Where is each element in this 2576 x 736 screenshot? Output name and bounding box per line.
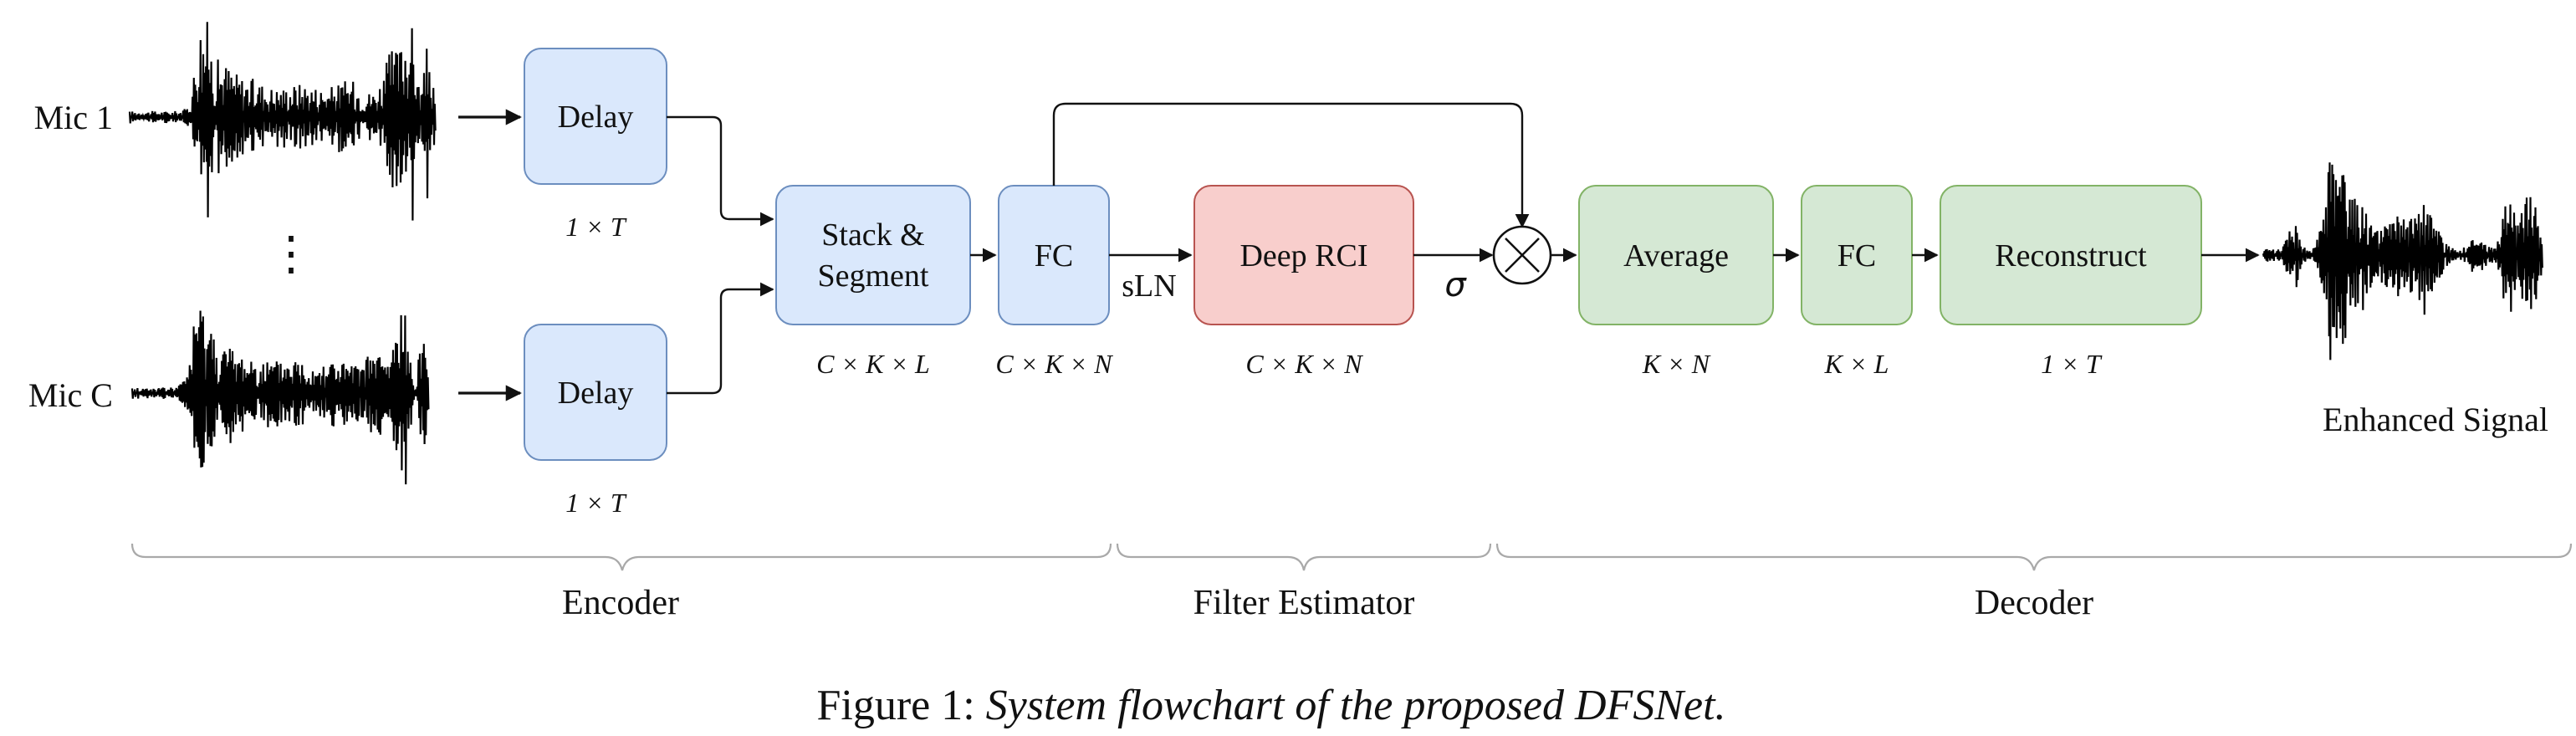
arrow-delay1-to-stack — [667, 115, 774, 227]
decoder-group-label: Decoder — [1975, 584, 2093, 622]
reconstruct-block: Reconstruct — [1940, 185, 2202, 325]
mic-c-label: Mic C — [28, 376, 113, 414]
stack-segment-dim: C × K × L — [816, 349, 930, 379]
stack-segment-block: Stack & Segment — [775, 185, 971, 325]
caption-text: System flowchart of the proposed DFSNet. — [986, 682, 1726, 729]
deep-rci-dim: C × K × N — [1245, 349, 1363, 379]
figure-caption: Figure 1: System flowchart of the propos… — [816, 682, 1725, 729]
svg-text:Stack &: Stack & — [821, 217, 924, 253]
encoder-group-label: Encoder — [562, 584, 679, 622]
delay-1-block: Delay — [524, 48, 667, 185]
skip-connection-arrow — [1052, 102, 1530, 228]
average-dim: K × N — [1642, 349, 1711, 379]
multiply-node — [1492, 225, 1552, 285]
filter-estimator-brace — [1116, 543, 1492, 571]
svg-text:Reconstruct: Reconstruct — [1995, 238, 2147, 273]
sln-label: sLN — [1122, 268, 1176, 304]
encoder-fc-block: FC — [998, 185, 1110, 325]
svg-text:Delay: Delay — [558, 376, 634, 411]
mic-c-waveform — [130, 310, 430, 485]
enhanced-signal-waveform — [2262, 162, 2543, 360]
caption-prefix: Figure 1: — [816, 682, 985, 729]
sigma-label: σ — [1444, 266, 1467, 304]
decoder-fc-block: FC — [1801, 185, 1913, 325]
average-block: Average — [1578, 185, 1774, 325]
mic-1-label: Mic 1 — [34, 99, 113, 136]
svg-text:Average: Average — [1623, 238, 1729, 273]
vertical-ellipsis: ⋮ — [268, 228, 314, 280]
deep-rci-block: Deep RCI — [1193, 185, 1414, 325]
delay-1-dim: 1 × T — [565, 212, 627, 242]
delay-2-dim: 1 × T — [565, 488, 627, 518]
encoder-brace — [130, 543, 1112, 571]
mic-1-waveform — [128, 22, 437, 221]
enhanced-signal-label: Enhanced Signal — [2323, 401, 2548, 438]
filter-estimator-group-label: Filter Estimator — [1193, 584, 1415, 622]
svg-text:Deep RCI: Deep RCI — [1239, 238, 1367, 273]
svg-text:Segment: Segment — [818, 258, 929, 294]
reconstruct-dim: 1 × T — [2041, 349, 2103, 379]
svg-text:FC: FC — [1035, 238, 1073, 273]
svg-text:Delay: Delay — [558, 100, 634, 135]
decoder-fc-dim: K × L — [1824, 349, 1889, 379]
decoder-brace — [1495, 543, 2573, 571]
arrow-delay2-to-stack — [667, 282, 774, 395]
delay-2-block: Delay — [524, 324, 667, 461]
encoder-fc-dim: C × K × N — [995, 349, 1113, 379]
svg-text:FC: FC — [1837, 238, 1876, 273]
